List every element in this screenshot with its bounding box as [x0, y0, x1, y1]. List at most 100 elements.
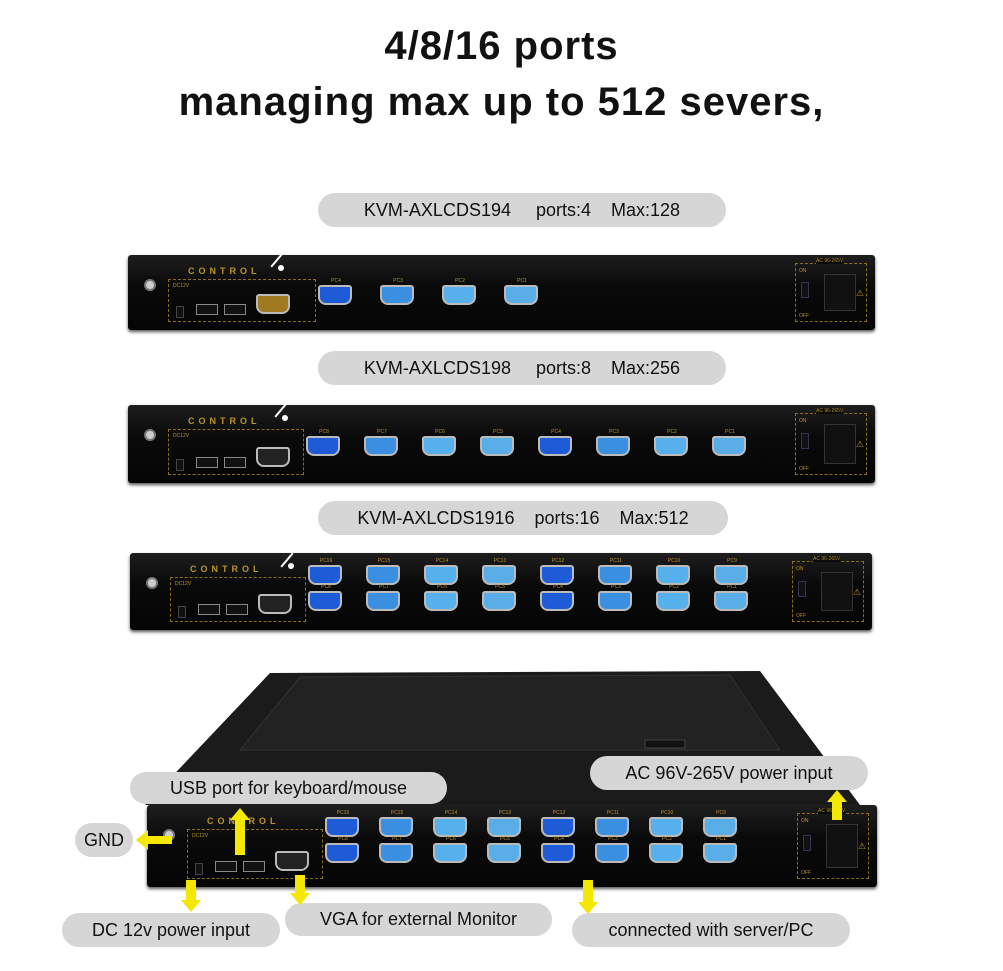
vga-server-port-icon — [703, 817, 737, 837]
usb-port-icon — [224, 457, 246, 468]
port-label: PC5 — [500, 836, 510, 842]
vga-server-port-icon — [318, 284, 352, 305]
vga-server-port-icon — [504, 284, 538, 305]
vga-server-port-icon — [433, 843, 467, 863]
vga-server-port-icon — [308, 591, 342, 611]
port-label: PC7 — [377, 429, 387, 435]
port-label: PC8 — [319, 429, 329, 435]
vga-console-port-icon — [256, 447, 290, 467]
vga-server-port-icon — [598, 565, 632, 585]
port-label: PC7 — [392, 836, 402, 842]
dc-label: DC12V — [173, 283, 190, 289]
pointer-dot — [282, 415, 288, 421]
switch-on-label: ON — [799, 268, 807, 274]
pointer-dot — [278, 265, 284, 271]
usb-port-icon — [196, 304, 218, 315]
switch-off-label: OFF — [799, 313, 809, 319]
ground-terminal-icon — [163, 829, 175, 841]
ground-terminal-icon — [144, 429, 156, 441]
vga-server-port-icon — [487, 843, 521, 863]
vga-server-port-icon — [379, 843, 413, 863]
switch-on-label: ON — [799, 418, 807, 424]
port-label: PC1 — [725, 429, 735, 435]
switch-on-label: ON — [796, 566, 804, 572]
port-label: PC11 — [606, 810, 620, 816]
switch-off-label: OFF — [801, 870, 811, 876]
vga-server-port-icon — [595, 843, 629, 863]
switch-off-label: OFF — [799, 466, 809, 472]
port-label: PC15 — [390, 810, 404, 816]
usb-port-icon — [215, 861, 237, 872]
control-section — [187, 829, 323, 879]
port-label: PC2 — [455, 277, 465, 284]
dc-label: DC12V — [175, 581, 192, 587]
vga-server-port-icon — [364, 436, 398, 456]
port-label: PC10 — [667, 558, 681, 564]
power-switch-icon — [801, 281, 809, 298]
port-label: PC14 — [444, 810, 458, 816]
control-section — [170, 577, 306, 622]
vga-server-port-icon — [598, 591, 632, 611]
control-section — [168, 279, 316, 322]
port-label: PC2 — [667, 429, 677, 435]
vga-console-port-icon — [258, 594, 292, 614]
port-label: PC1 — [727, 584, 737, 590]
vga-server-port-icon — [366, 565, 400, 585]
vga-server-port-icon — [649, 817, 683, 837]
port-label: PC5 — [493, 429, 503, 435]
switch-on-label: ON — [801, 818, 809, 824]
control-label: CONTROL — [188, 416, 261, 426]
port-label: PC1 — [517, 277, 527, 284]
port-label: PC6 — [446, 836, 456, 842]
port-label: PC11 — [609, 558, 623, 564]
vga-server-port-icon — [595, 817, 629, 837]
callout-gnd: GND — [75, 823, 133, 857]
vga-server-port-icon — [424, 591, 458, 611]
port-label: PC2 — [669, 584, 679, 590]
port-label: PC14 — [435, 558, 449, 564]
power-section: AC 96-265V ON OFF ⚠ — [797, 808, 869, 879]
port-label: PC16 — [319, 558, 333, 564]
control-label: CONTROL — [190, 564, 263, 574]
vga-server-port-icon — [424, 565, 458, 585]
port-label: PC2 — [662, 836, 672, 842]
port-label: PC7 — [379, 584, 389, 590]
vga-server-port-icon — [649, 843, 683, 863]
vga-console-port-icon — [275, 851, 309, 871]
warning-icon: ⚠ — [855, 439, 864, 449]
ac-power-socket-icon — [824, 424, 856, 464]
warning-icon: ⚠ — [857, 841, 866, 851]
power-rating-label: AC 96-265V — [818, 808, 846, 814]
port-label: PC12 — [552, 810, 566, 816]
port-label: PC3 — [609, 429, 619, 435]
dc-jack-icon — [178, 606, 186, 618]
usb-port-icon — [226, 604, 248, 615]
usb-port-icon — [224, 304, 246, 315]
port-label: PC4 — [331, 277, 341, 284]
power-rating-label: AC 96-265V — [816, 258, 844, 264]
dc-jack-icon — [176, 306, 184, 318]
vga-server-port-icon — [422, 436, 456, 456]
vga-server-port-icon — [482, 565, 516, 585]
port-label: PC13 — [498, 810, 512, 816]
vga-server-port-icon — [366, 591, 400, 611]
power-rating-label: AC 96-265V — [813, 556, 841, 562]
vga-server-port-icon — [442, 284, 476, 305]
ac-power-socket-icon — [821, 572, 853, 611]
ac-power-socket-icon — [826, 824, 858, 868]
dc-label: DC12V — [173, 433, 190, 439]
usb-port-icon — [198, 604, 220, 615]
port-label: PC1 — [716, 836, 726, 842]
vga-server-port-icon — [308, 565, 342, 585]
switch-off-label: OFF — [796, 613, 806, 619]
control-section — [168, 429, 304, 475]
vga-server-port-icon — [656, 591, 690, 611]
callout-server-pc: connected with server/PC — [572, 913, 850, 947]
port-label: PC9 — [716, 810, 726, 816]
port-label: PC16 — [336, 810, 350, 816]
vga-server-port-icon — [306, 436, 340, 456]
dc-jack-icon — [176, 459, 184, 471]
